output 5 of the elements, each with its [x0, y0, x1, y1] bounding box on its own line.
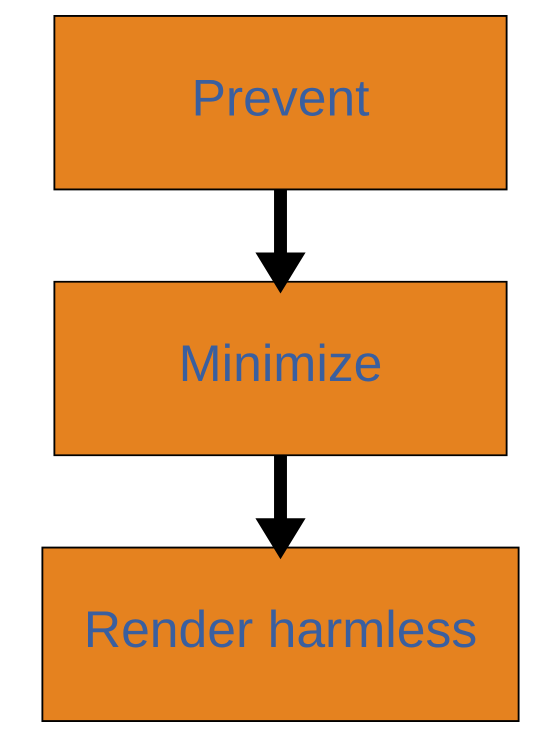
node-box: Prevent: [52, 15, 508, 190]
arrow: [254, 190, 306, 294]
arrow: [254, 455, 306, 560]
node-box: Render harmless: [40, 546, 520, 722]
node-box: Minimize: [52, 280, 508, 456]
